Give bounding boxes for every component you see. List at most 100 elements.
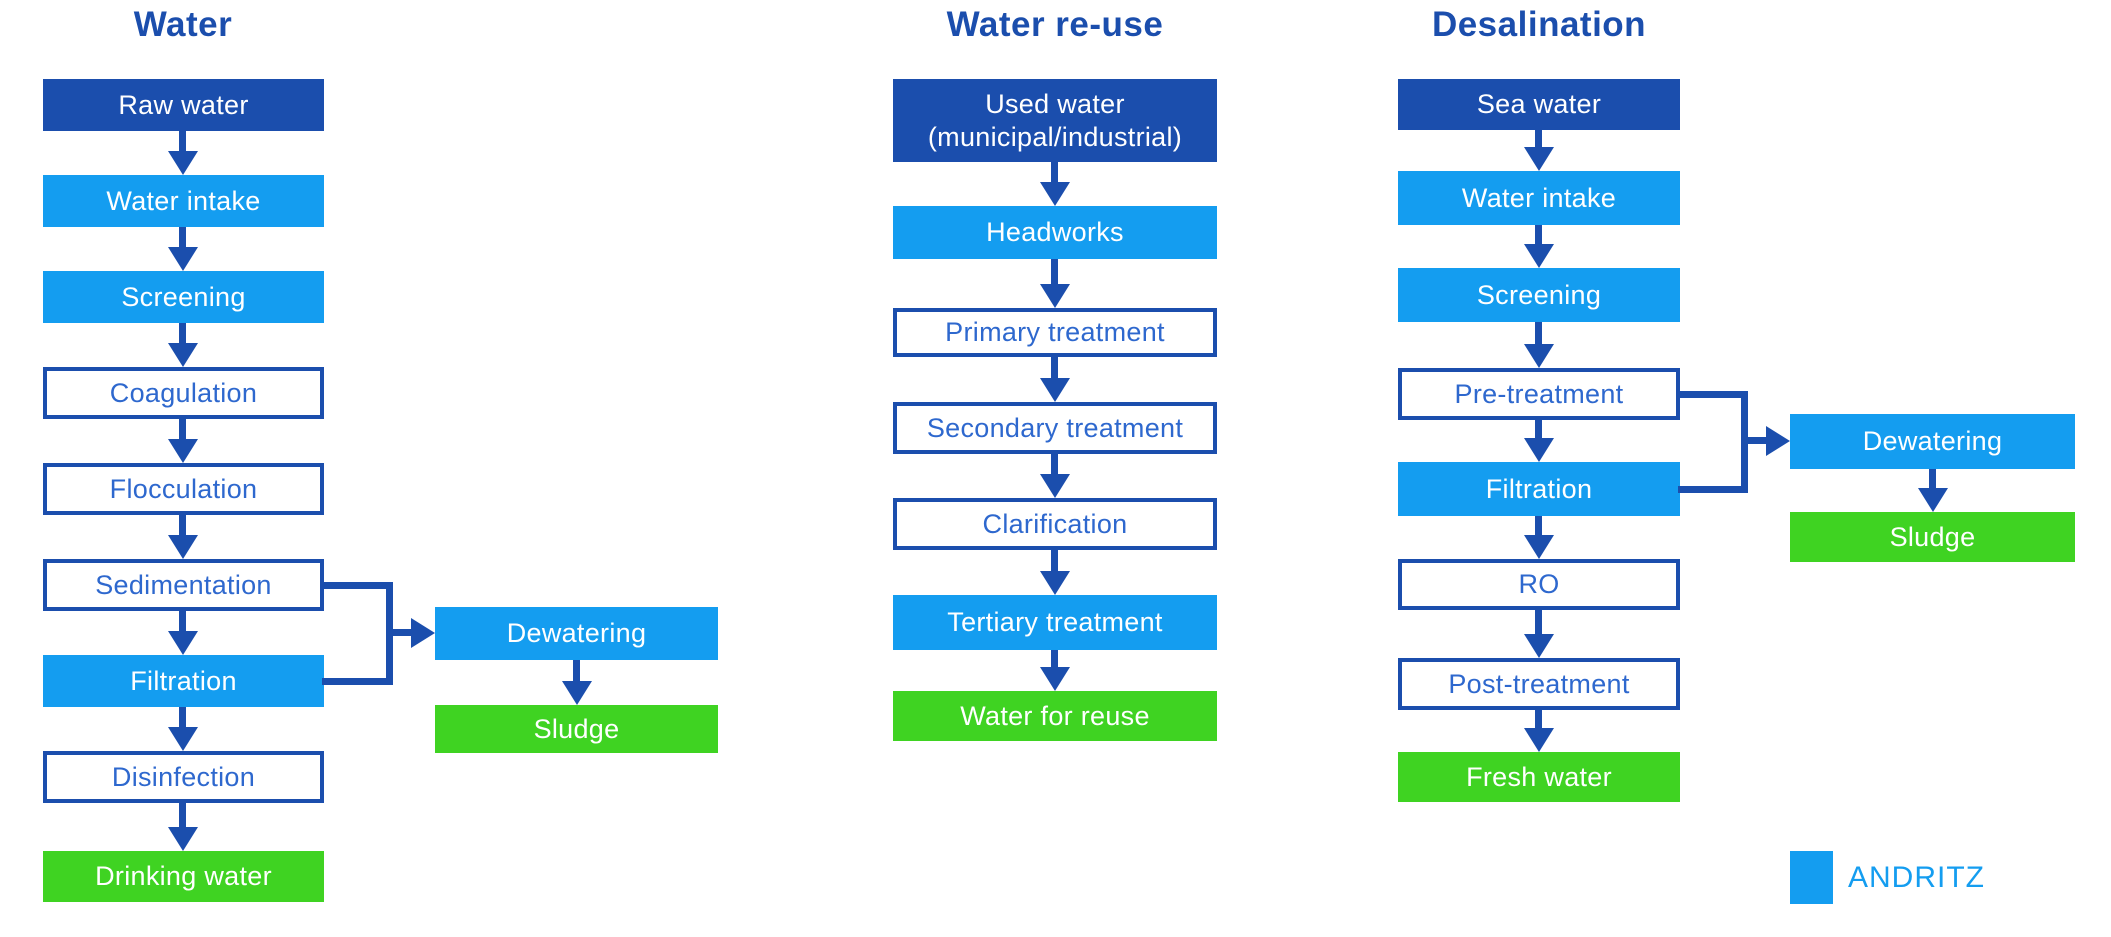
arrow-stem (179, 419, 186, 441)
step-box-desalination-post-treatment: Post-treatment (1398, 658, 1680, 710)
arrow-right-head (411, 618, 435, 648)
arrow-stem (1535, 420, 1542, 440)
arrow-down-icon (1040, 162, 1070, 206)
branch-box-desalination-sludge: Sludge (1790, 512, 2075, 562)
branch-box-water-sludge: Sludge (435, 705, 718, 753)
arrow-down-icon (1524, 610, 1554, 658)
arrow-down-head (168, 247, 198, 271)
arrow-down-head (168, 343, 198, 367)
arrow-down-head (561, 681, 592, 705)
step-box-desalination-ro: RO (1398, 559, 1680, 610)
connector-line (1678, 391, 1748, 398)
arrow-down-head (1524, 535, 1554, 559)
arrow-down-head (1524, 344, 1554, 368)
arrow-down-icon (168, 227, 198, 271)
step-box-water-re-use-water-for-reuse: Water for reuse (893, 691, 1217, 741)
arrow-down-head (1524, 147, 1554, 171)
arrow-down-head (168, 827, 198, 851)
arrow-stem (1051, 357, 1058, 380)
step-box-desalination-sea-water: Sea water (1398, 79, 1680, 130)
arrow-stem (179, 515, 186, 537)
arrow-stem (1051, 454, 1058, 476)
arrow-down-icon (168, 611, 198, 655)
arrow-down-head (168, 151, 198, 175)
step-box-water-disinfection: Disinfection (43, 751, 324, 803)
arrow-down-icon (168, 803, 198, 851)
step-box-water-coagulation: Coagulation (43, 367, 324, 419)
column-title-water: Water (133, 5, 233, 44)
arrow-stem (179, 611, 186, 633)
arrow-down-head (1917, 488, 1948, 512)
column-title-desalination: Desalination (1431, 5, 1647, 44)
arrow-down-icon (168, 515, 198, 559)
step-box-water-flocculation: Flocculation (43, 463, 324, 515)
arrow-down-icon (1524, 516, 1554, 559)
arrow-stem (1535, 516, 1542, 537)
arrow-stem (179, 323, 186, 345)
arrow-stem (1535, 130, 1542, 149)
step-box-water-water-intake: Water intake (43, 175, 324, 227)
arrow-down-icon (1524, 420, 1554, 462)
arrow-down-icon (1040, 259, 1070, 308)
arrow-down-icon (1524, 225, 1554, 268)
arrow-right-head (1766, 426, 1790, 456)
arrow-stem (1535, 710, 1542, 730)
arrow-down-head (1040, 667, 1070, 691)
arrow-down-head (168, 631, 198, 655)
step-box-water-re-use-secondary-treatment: Secondary treatment (893, 402, 1217, 454)
connector-line (1678, 486, 1748, 493)
arrow-down-head (168, 535, 198, 559)
arrow-stem (1051, 650, 1058, 669)
arrow-stem (179, 707, 186, 729)
step-box-water-screening: Screening (43, 271, 324, 323)
arrow-down-icon (1040, 454, 1070, 498)
arrow-down-head (1524, 438, 1554, 462)
arrow-down-icon (1524, 322, 1554, 368)
arrow-stem (179, 131, 186, 153)
arrow-stem (386, 629, 413, 636)
step-box-water-re-use-tertiary-treatment: Tertiary treatment (893, 595, 1217, 650)
arrow-down-head (168, 727, 198, 751)
step-box-water-re-use-clarification: Clarification (893, 498, 1217, 550)
arrow-down-head (1040, 284, 1070, 308)
step-box-desalination-water-intake: Water intake (1398, 171, 1680, 225)
step-box-water-raw-water: Raw water (43, 79, 324, 131)
arrow-right-icon (386, 618, 435, 648)
arrow-stem (1741, 437, 1768, 444)
arrow-down-icon (1040, 650, 1070, 691)
branch-box-desalination-dewatering: Dewatering (1790, 414, 2075, 469)
column-title-water-re-use: Water re-use (946, 5, 1164, 44)
arrow-stem (179, 803, 186, 829)
arrow-down-head (1524, 244, 1554, 268)
arrow-down-head (1040, 571, 1070, 595)
step-box-water-drinking-water: Drinking water (43, 851, 324, 902)
branch-box-water-dewatering: Dewatering (435, 607, 718, 660)
arrow-down-icon (1524, 710, 1554, 752)
arrow-down-icon (1524, 130, 1554, 171)
arrow-stem (1051, 162, 1058, 184)
arrow-down-icon (168, 323, 198, 367)
connector-line (322, 678, 393, 685)
step-box-desalination-pre-treatment: Pre-treatment (1398, 368, 1680, 420)
arrow-down-head (1524, 634, 1554, 658)
arrow-down-icon (168, 707, 198, 751)
arrow-stem (1535, 225, 1542, 246)
legend-andritz-label: ANDRITZ (1848, 861, 1985, 894)
step-box-water-filtration: Filtration (43, 655, 324, 707)
connector-line (322, 582, 393, 589)
step-box-water-sedimentation: Sedimentation (43, 559, 324, 611)
step-box-desalination-screening: Screening (1398, 268, 1680, 322)
arrow-down-head (168, 439, 198, 463)
arrow-stem (1051, 259, 1058, 286)
arrow-stem (1928, 469, 1936, 490)
arrow-down-icon (561, 660, 592, 705)
arrow-down-icon (168, 419, 198, 463)
arrow-down-icon (168, 131, 198, 175)
arrow-right-icon (1741, 426, 1790, 456)
arrow-down-icon (1040, 550, 1070, 595)
step-box-desalination-fresh-water: Fresh water (1398, 752, 1680, 802)
legend-andritz-swatch (1790, 851, 1833, 904)
arrow-stem (1535, 322, 1542, 346)
arrow-down-icon (1917, 469, 1948, 512)
